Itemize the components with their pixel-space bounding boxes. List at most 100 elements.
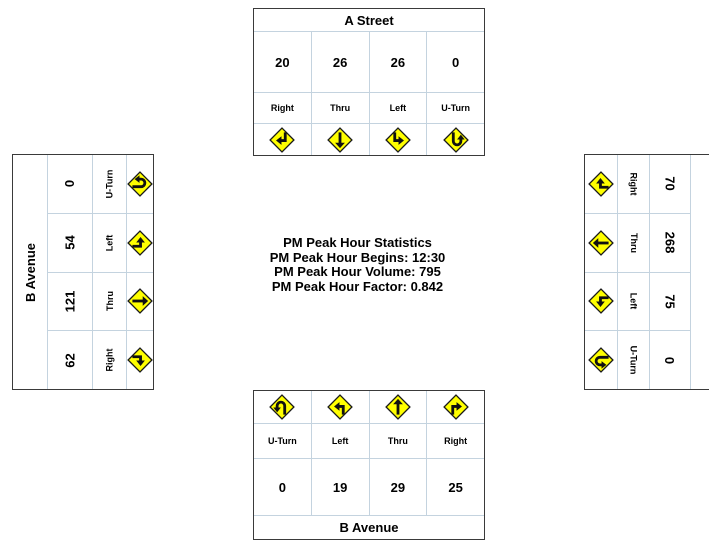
north-right-volume: 20 [254, 32, 312, 92]
u-turn-arrow-sign-icon [588, 347, 614, 373]
west-uturn-label-cell: U-Turn [93, 155, 126, 214]
east-left-label: Left [628, 293, 639, 310]
stats-factor: PM Peak Hour Factor: 0.842 [271, 278, 444, 294]
left-turn-arrow-sign-icon [588, 288, 614, 315]
east-left-label-cell: Left [618, 273, 649, 332]
east-left-volume: 75 [662, 294, 678, 309]
west-thru-volume: 121 [62, 290, 78, 313]
thru-arrow-sign-icon [385, 394, 411, 420]
east-right-volume-cell: 70 [650, 155, 690, 214]
north-left-volume: 26 [370, 32, 428, 92]
north-right-sign-cell [254, 124, 312, 155]
u-turn-arrow-sign-icon [127, 171, 153, 197]
north-uturn-label: U-Turn [441, 103, 471, 113]
thru-arrow-sign-icon [127, 288, 153, 315]
left-turn-arrow-sign-icon [327, 394, 353, 420]
west-sign-col [127, 155, 153, 389]
west-thru-sign-cell [127, 273, 153, 332]
north-uturn-volume: 0 [452, 54, 460, 70]
west-right-volume: 62 [62, 352, 78, 368]
north-left-sign-cell [370, 124, 428, 155]
east-right-sign-cell [585, 155, 617, 214]
south-label-row: U-Turn Left Thru Right [254, 424, 484, 459]
north-approach: A Street 20 26 26 0 Right Thru Left U-Tu… [253, 8, 485, 156]
east-thru-label: Thru [628, 232, 639, 253]
west-right-label-cell: Right [93, 331, 126, 389]
west-street-name-cell: B Avenue [13, 155, 48, 389]
east-right-volume: 70 [662, 176, 678, 192]
west-volume-col: 0 54 121 62 [48, 155, 93, 389]
south-left-volume: 19 [312, 459, 370, 515]
right-turn-arrow-sign-icon [588, 171, 614, 197]
east-uturn-label: U-Turn [628, 345, 639, 375]
east-volume-col: 70 268 75 0 [650, 155, 691, 389]
west-thru-label: Thru [104, 291, 115, 312]
south-thru-label: Thru [370, 424, 428, 458]
stats-title: PM Peak Hour Statistics [283, 235, 432, 250]
east-thru-label-cell: Thru [618, 214, 649, 273]
u-turn-arrow-sign-icon [269, 394, 296, 420]
west-right-sign-cell [127, 331, 153, 389]
west-left-sign-cell [127, 214, 153, 273]
west-uturn-label: U-Turn [104, 169, 115, 199]
west-left-volume-cell: 54 [48, 214, 92, 273]
west-right-volume-cell: 62 [48, 331, 92, 389]
west-thru-label-cell: Thru [93, 273, 126, 332]
right-turn-arrow-sign-icon [442, 394, 469, 420]
left-turn-arrow-sign-icon [127, 229, 153, 256]
right-turn-arrow-sign-icon [127, 347, 153, 373]
south-thru-volume: 29 [370, 459, 428, 515]
south-thru-sign-cell [370, 391, 428, 423]
west-left-label: Left [104, 234, 115, 251]
north-right-label: Right [254, 93, 312, 123]
west-approach: B Avenue 0 54 121 62 U-Turn Left Thru Ri… [12, 154, 154, 390]
south-sign-row [254, 391, 484, 424]
west-street-name: B Avenue [22, 242, 38, 302]
south-right-label: Right [444, 436, 468, 446]
west-uturn-volume-cell: 0 [48, 155, 92, 214]
south-right-sign-cell [427, 391, 484, 423]
east-uturn-volume: 0 [662, 356, 678, 364]
south-right-volume: 25 [448, 479, 463, 495]
south-uturn-volume: 0 [254, 459, 312, 515]
south-left-label: Left [312, 424, 370, 458]
stats-begins: PM Peak Hour Begins: 12:30 [269, 249, 446, 265]
east-thru-sign-cell [585, 214, 617, 273]
south-uturn-sign-cell [254, 391, 312, 423]
left-turn-arrow-sign-icon [385, 126, 411, 153]
north-sign-row [254, 124, 484, 155]
u-turn-arrow-sign-icon [442, 126, 469, 153]
east-uturn-sign-cell [585, 331, 617, 389]
north-thru-volume: 26 [312, 32, 370, 92]
south-left-sign-cell [312, 391, 370, 423]
east-right-label: Right [628, 172, 639, 196]
north-label-row: Right Thru Left U-Turn [254, 93, 484, 124]
west-left-label-cell: Left [93, 214, 126, 273]
south-approach: U-Turn Left Thru Right 0 19 29 25 B Aven… [253, 390, 485, 540]
south-volume-row: 0 19 29 25 [254, 459, 484, 516]
north-thru-label: Thru [312, 93, 370, 123]
east-sign-col [585, 155, 618, 389]
east-left-volume-cell: 75 [650, 273, 690, 332]
east-label-col: Right Thru Left U-Turn [618, 155, 650, 389]
east-street-name-cell [691, 155, 709, 389]
peak-hour-statistics: PM Peak Hour Statistics PM Peak Hour Beg… [250, 235, 465, 294]
west-uturn-volume: 0 [62, 180, 78, 188]
east-approach: Right Thru Left U-Turn 70 268 75 0 [584, 154, 709, 390]
west-uturn-sign-cell [127, 155, 153, 214]
east-right-label-cell: Right [618, 155, 649, 214]
west-left-volume: 54 [62, 235, 78, 250]
west-thru-volume-cell: 121 [48, 273, 92, 332]
east-thru-volume: 268 [662, 231, 678, 254]
south-street-name: B Avenue [339, 520, 399, 535]
north-left-label: Left [370, 93, 428, 123]
west-label-col: U-Turn Left Thru Right [93, 155, 127, 389]
south-uturn-label: U-Turn [254, 424, 312, 458]
east-left-sign-cell [585, 273, 617, 332]
east-uturn-volume-cell: 0 [650, 331, 690, 389]
north-thru-sign-cell [312, 124, 370, 155]
north-volume-row: 20 26 26 0 [254, 32, 484, 93]
west-right-label: Right [104, 348, 115, 372]
stats-volume: PM Peak Hour Volume: 795 [274, 264, 441, 279]
north-street-name: A Street [254, 9, 484, 32]
